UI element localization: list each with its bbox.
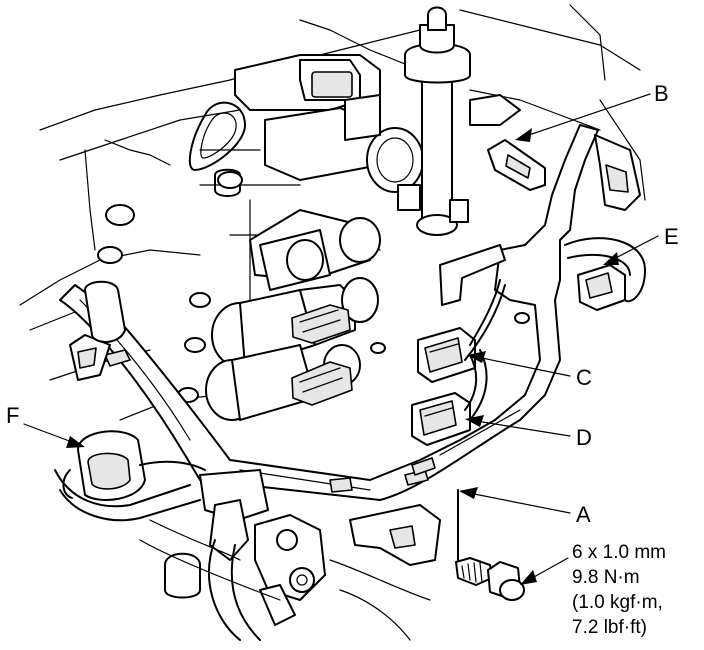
upper-solenoid-assembly (234, 6, 521, 236)
bolt-size-text: 6 x 1.0 mm (572, 542, 666, 563)
harness-a (59, 124, 599, 566)
harness-connector-c (417, 327, 476, 383)
torque-lbfft-text: 7.2 lbf·ft) (572, 617, 647, 638)
torque-kgfm-text: (1.0 kgf·m, (572, 592, 663, 613)
harness-connector-e (564, 237, 646, 311)
callout-arrows (23, 93, 659, 585)
shift-solenoid-upper (249, 209, 381, 291)
harness-bracket-b (439, 134, 641, 306)
mounting-bolt (455, 557, 525, 601)
harness-bracket-left (69, 280, 126, 381)
harness-connector-d (411, 392, 471, 446)
label-f: F (6, 403, 19, 428)
dipstick-loop (188, 101, 246, 197)
solenoid-connector-2 (291, 361, 353, 406)
solenoid-connector-1 (291, 304, 351, 344)
label-c: C (576, 365, 592, 390)
label-a: A (576, 502, 591, 527)
lower-linkage (139, 514, 431, 641)
torque-nm-text: 9.8 N·m (572, 567, 640, 588)
label-e: E (664, 224, 679, 249)
label-d: D (576, 425, 592, 450)
harness-clamp-f (62, 430, 206, 501)
shift-solenoid-right (205, 277, 379, 421)
label-b: B (654, 81, 669, 106)
